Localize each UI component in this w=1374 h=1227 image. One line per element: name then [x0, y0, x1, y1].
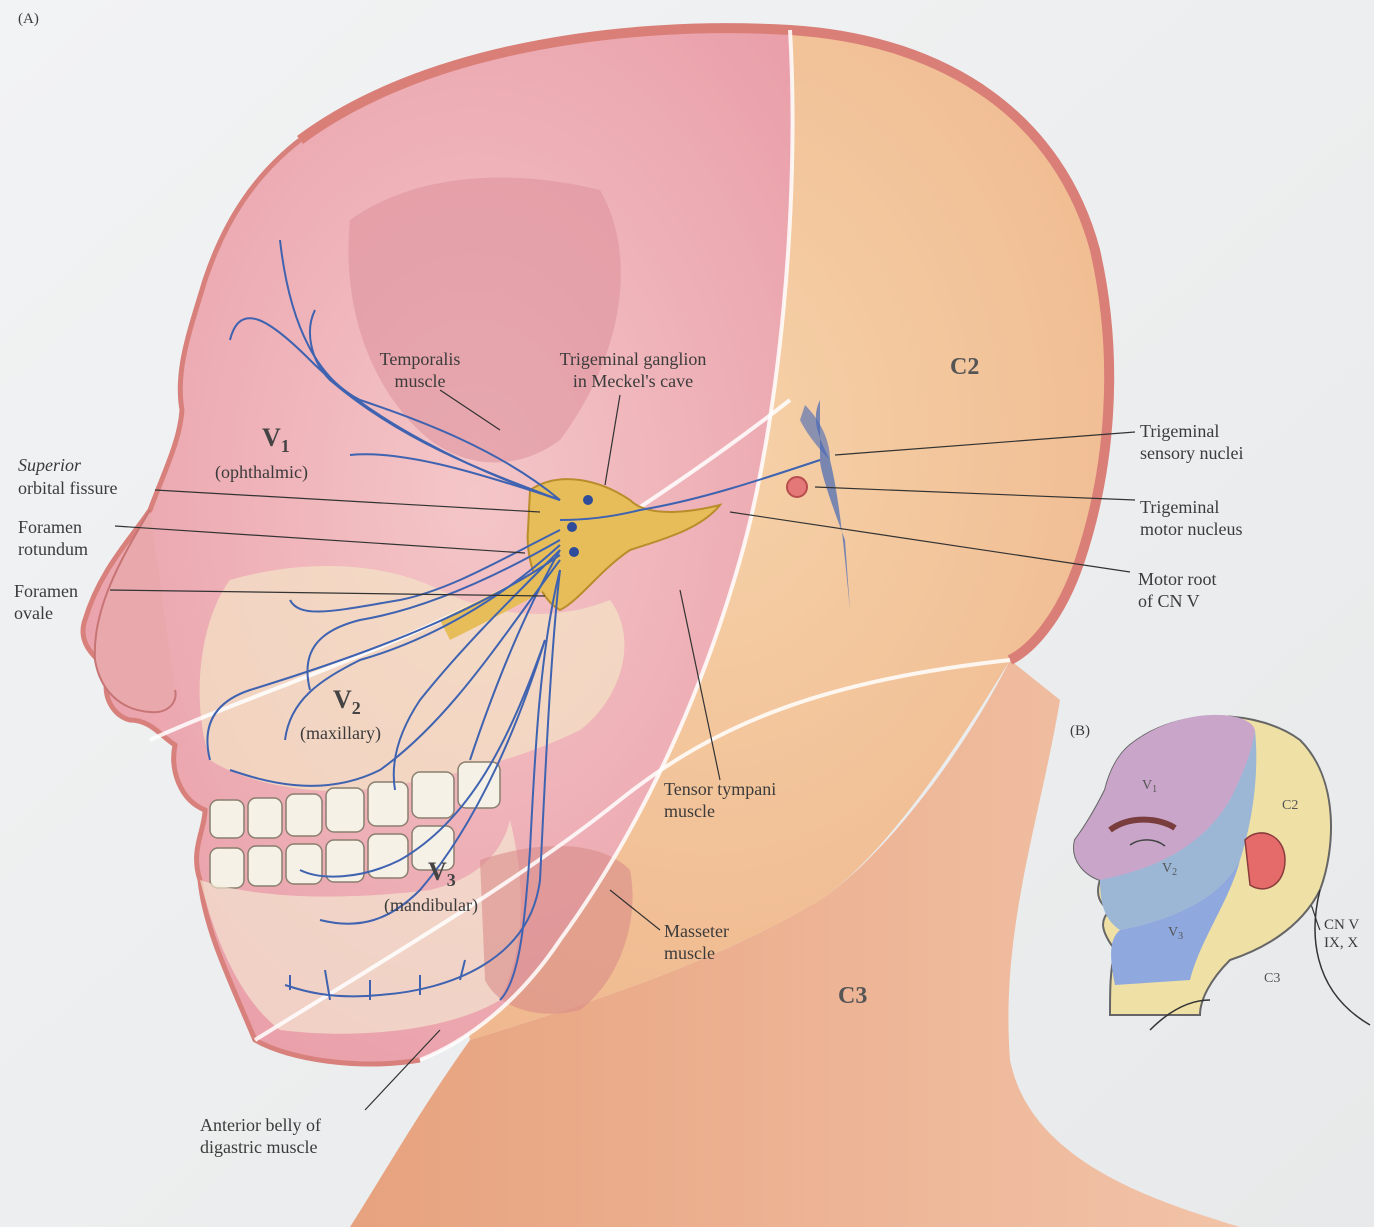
- ganglion-dot-3: [569, 547, 579, 557]
- masseter-label: Masseter muscle: [664, 920, 784, 964]
- c2-zone-label: C2: [950, 356, 979, 378]
- anterior-belly-label: Anterior belly of digastric muscle: [200, 1114, 380, 1158]
- inset-v1-label: V1: [1142, 775, 1157, 801]
- v3-name-label: (mandibular): [384, 894, 478, 916]
- panel-a-label: (A): [18, 10, 39, 28]
- trigeminal-motor-label: Trigeminal motor nucleus: [1140, 496, 1300, 540]
- superior-orbital-label-a: Superior: [18, 454, 81, 476]
- motor-root-label: Motor root of CN V: [1138, 568, 1278, 612]
- v1-name-label: (ophthalmic): [215, 461, 308, 483]
- inset-v2-label: V2: [1162, 858, 1177, 884]
- inset-c2-label: C2: [1282, 795, 1298, 817]
- inset-v3-label: V3: [1168, 922, 1183, 948]
- trigeminal-motor-nucleus: [787, 477, 807, 497]
- ganglion-dot-2: [567, 522, 577, 532]
- ganglion-dot-1: [583, 495, 593, 505]
- temporalis-label: Temporalis muscle: [355, 348, 485, 392]
- trigeminal-ganglion-label: Trigeminal ganglion in Meckel's cave: [528, 348, 738, 392]
- v3-label: V3: [428, 858, 456, 894]
- foramen-rotundum-label: Foramen rotundum: [18, 516, 88, 560]
- inset-c3-label: C3: [1264, 968, 1280, 990]
- foramen-ovale-label: Foramen ovale: [14, 580, 78, 624]
- v1-label: V1: [262, 424, 290, 460]
- tensor-tympani-label: Tensor tympani muscle: [664, 778, 824, 822]
- c3-zone-label: C3: [838, 985, 867, 1007]
- trigeminal-sensory-label: Trigeminal sensory nuclei: [1140, 420, 1300, 464]
- inset-cn-label: CN V IX, X: [1324, 916, 1372, 952]
- v2-label: V2: [333, 686, 361, 722]
- panel-b-label: (B): [1070, 722, 1090, 740]
- v2-name-label: (maxillary): [300, 722, 381, 744]
- superior-orbital-label-b: orbital fissure: [18, 477, 117, 499]
